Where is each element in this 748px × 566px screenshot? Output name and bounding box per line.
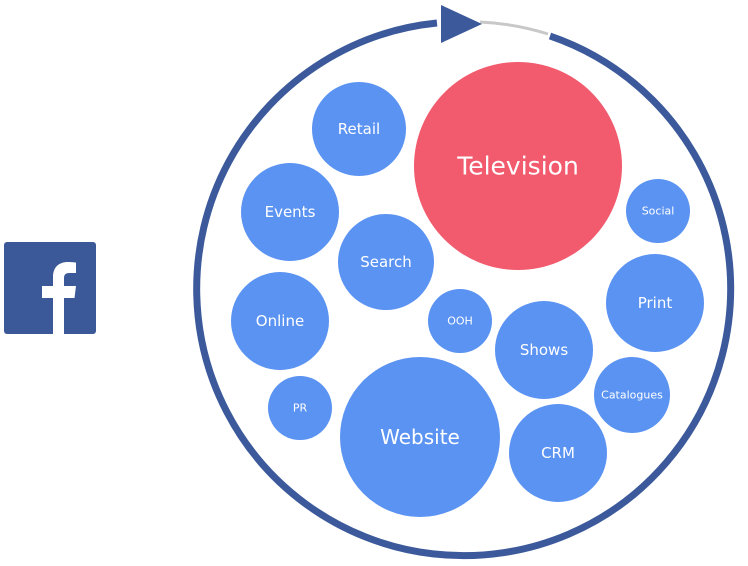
bubble-print: Print bbox=[606, 254, 704, 352]
bubble-website: Website bbox=[340, 357, 500, 517]
facebook-f-glyph bbox=[42, 262, 76, 334]
bubble-catalogues-circle bbox=[594, 357, 670, 433]
bubble-television: Television bbox=[414, 62, 622, 270]
bubble-search: Search bbox=[338, 214, 434, 310]
bubble-crm-circle bbox=[509, 404, 607, 502]
bubble-social-label: Social bbox=[642, 205, 675, 218]
bubble-ooh: OOH bbox=[428, 289, 492, 353]
ring-gap bbox=[479, 20, 549, 36]
facebook-icon bbox=[4, 242, 96, 334]
cycle-arrow-head bbox=[441, 5, 482, 43]
bubble-catalogues: Catalogues bbox=[594, 357, 670, 433]
bubble-catalogues-label: Catalogues bbox=[601, 389, 663, 402]
bubble-pr: PR bbox=[268, 376, 332, 440]
bubble-pr-circle bbox=[268, 376, 332, 440]
bubble-print-label: Print bbox=[638, 294, 673, 312]
bubble-pr-label: PR bbox=[293, 402, 308, 415]
bubble-online-circle bbox=[231, 272, 329, 370]
bubble-events-circle bbox=[241, 163, 339, 261]
bubble-shows: Shows bbox=[495, 301, 593, 399]
bubble-shows-circle bbox=[495, 301, 593, 399]
bubble-social-circle bbox=[626, 179, 690, 243]
bubble-search-label: Search bbox=[360, 253, 412, 271]
bubble-print-circle bbox=[606, 254, 704, 352]
bubble-retail-label: Retail bbox=[338, 120, 380, 138]
bubble-search-circle bbox=[338, 214, 434, 310]
bubble-crm: CRM bbox=[509, 404, 607, 502]
bubble-online-label: Online bbox=[256, 312, 304, 330]
bubble-ooh-label: OOH bbox=[447, 315, 473, 328]
cycle-ring bbox=[193, 19, 735, 560]
bubble-social: Social bbox=[626, 179, 690, 243]
bubble-retail: Retail bbox=[312, 82, 406, 176]
bubble-events: Events bbox=[241, 163, 339, 261]
bubble-website-circle bbox=[340, 357, 500, 517]
bubble-website-label: Website bbox=[380, 425, 460, 449]
bubble-ooh-circle bbox=[428, 289, 492, 353]
bubble-shows-label: Shows bbox=[520, 341, 568, 359]
bubble-television-label: Television bbox=[456, 152, 579, 181]
bubble-events-label: Events bbox=[265, 203, 316, 221]
bubble-crm-label: CRM bbox=[541, 444, 575, 462]
bubble-retail-circle bbox=[312, 82, 406, 176]
bubble-online: Online bbox=[231, 272, 329, 370]
bubble-television-circle bbox=[414, 62, 622, 270]
